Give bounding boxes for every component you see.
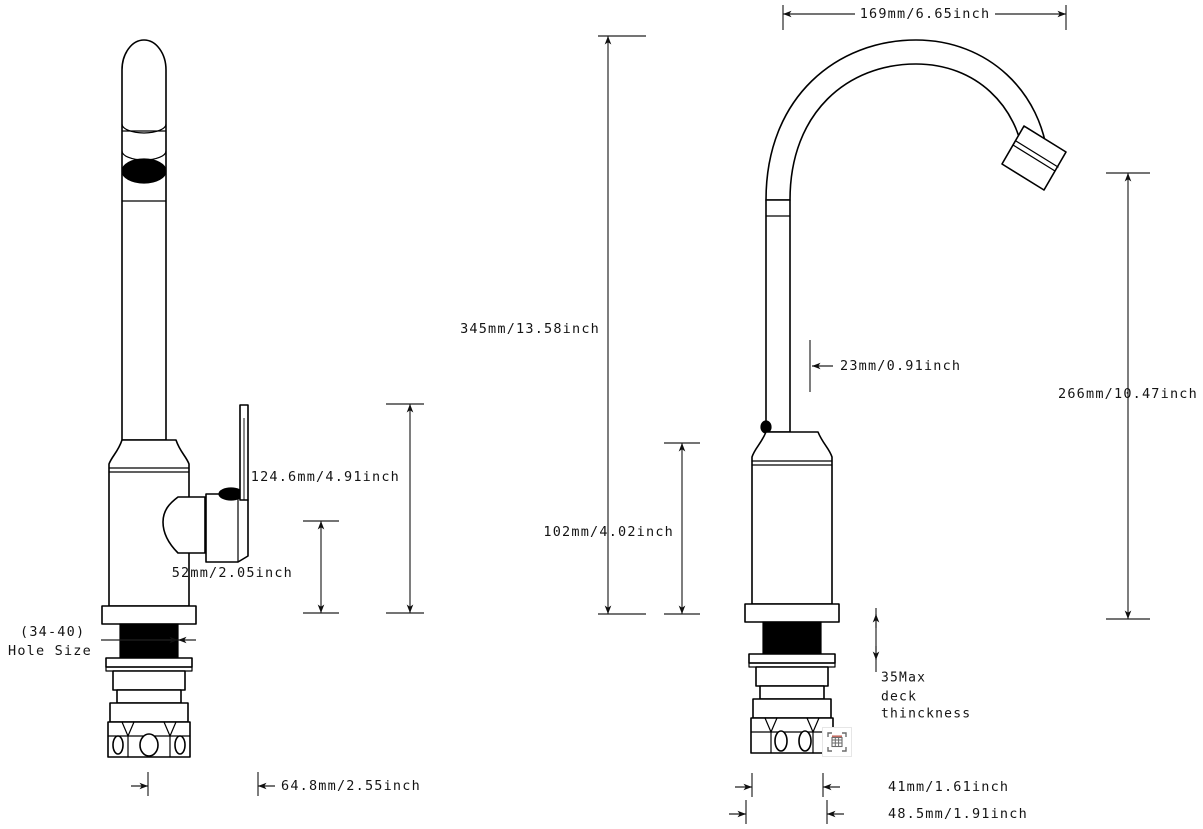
grid-scan-icon-glyph xyxy=(827,732,847,752)
spout-outlet-seam-a xyxy=(1012,144,1056,172)
gooseneck-arc xyxy=(765,39,1049,201)
note-deck-thickness-line2: deck xyxy=(881,690,917,705)
washer-side xyxy=(748,653,836,664)
note-deck-thickness-line1: 35Max xyxy=(881,671,926,686)
dim-spout-reach: 169mm/6.65inch xyxy=(860,6,991,22)
riser-tube-side xyxy=(765,199,791,433)
nut-mid-side xyxy=(752,698,832,719)
dim-spout-outlet-height: 266mm/10.47inch xyxy=(1058,386,1198,402)
nut-upper-side xyxy=(755,666,829,687)
deck-flange-front xyxy=(101,605,197,625)
dim-body-height: 102mm/4.02inch xyxy=(543,524,674,540)
column-ring-curve xyxy=(121,123,167,134)
hole-size-value: (34-40) xyxy=(20,624,85,640)
side-view-dimensions: 169mm/6.65inch 345mm/13.58inch 23mm/0.91… xyxy=(460,5,1198,824)
quick-connect-rib-side-1b xyxy=(770,717,778,733)
dim-handle-height: 124.6mm/4.91inch xyxy=(251,469,400,485)
quick-connect-side xyxy=(750,717,834,754)
quick-connect-hole-right xyxy=(174,735,186,755)
quick-connect-hole-side-right xyxy=(798,730,812,752)
hole-size-label: Hole Size xyxy=(8,643,92,659)
handle-boss-front xyxy=(162,496,206,554)
quick-connect-rib-2b xyxy=(169,721,177,737)
note-deck-thickness-line3: thinckness xyxy=(881,707,971,722)
dim-flange-width: 48.5mm/1.91inch xyxy=(888,806,1028,822)
dim-tube-diameter: 23mm/0.91inch xyxy=(840,358,961,374)
threaded-shank-side xyxy=(762,621,822,657)
washer-front xyxy=(105,657,193,668)
dim-spout-offset: 52mm/2.05inch xyxy=(172,565,293,581)
quick-connect-hole-side-left xyxy=(774,730,788,752)
nut-collar-side xyxy=(759,685,825,700)
body-housing-side xyxy=(751,431,833,605)
quick-connect-hole-center xyxy=(139,733,159,757)
nut-upper-front xyxy=(112,670,186,691)
nut-collar-front xyxy=(116,689,182,704)
quick-connect-rib-side-2b xyxy=(812,717,820,733)
dim-base-width: 41mm/1.61inch xyxy=(888,779,1009,795)
spout-outlet-seam-b xyxy=(1015,140,1059,168)
spout-column-front xyxy=(121,39,167,441)
dim-body-width: 64.8mm/2.55inch xyxy=(281,778,421,794)
front-view-dimensions: (34-40) Hole Size 124.6mm/4.91inch 52mm/… xyxy=(8,403,424,796)
grid-scan-icon[interactable] xyxy=(822,727,852,757)
spout-outlet-front xyxy=(121,158,167,184)
front-view-geometry xyxy=(101,39,249,758)
lever-handle-body xyxy=(205,493,249,563)
side-view-geometry xyxy=(744,39,1067,754)
quick-connect-rib-1b xyxy=(127,721,135,737)
nut-mid-front xyxy=(109,702,189,723)
quick-connect-hole-left xyxy=(112,735,124,755)
dim-overall-height: 345mm/13.58inch xyxy=(460,321,600,337)
threaded-shank-front xyxy=(119,623,179,661)
deck-flange-side xyxy=(744,603,840,623)
